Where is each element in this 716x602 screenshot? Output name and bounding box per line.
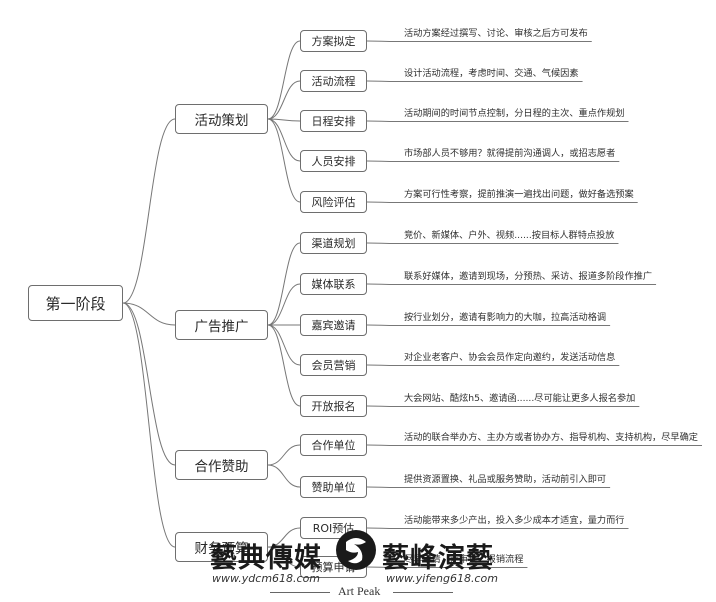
leaf-node[interactable]: 赞助单位 (300, 476, 367, 498)
branch-to-leaf-link (267, 444, 301, 466)
branch-to-leaf-link (267, 324, 301, 366)
description-underline (366, 364, 620, 366)
branch-to-leaf-link (267, 324, 301, 407)
leaf-label: ROI预估 (312, 522, 355, 535)
branch-to-leaf-link (267, 464, 301, 488)
leaf-description: 方案可行性考察，提前推演一遍找出问题，做好备选预案 (404, 189, 634, 200)
leaf-node[interactable]: 日程安排 (300, 110, 367, 132)
root-node[interactable]: 第一阶段 (28, 285, 123, 321)
leaf-label: 会员营销 (311, 359, 356, 372)
leaf-description: 按行业划分，邀请有影响力的大咖，拉高活动格调 (404, 312, 607, 323)
description-underline (366, 486, 611, 488)
leaf-description: 活动方案经过撰写、讨论、审核之后方可发布 (404, 28, 588, 39)
description-underline (366, 242, 619, 244)
watermark-right-url: www.yifeng618.com (386, 572, 498, 585)
branch-to-leaf-link (267, 118, 301, 203)
leaf-label: 嘉宾邀请 (311, 319, 356, 332)
leaf-label: 渠道规划 (311, 237, 356, 250)
leaf-description: 市场部人员不够用？就得提前沟通调人，或招志愿者 (404, 148, 616, 159)
description-underline (366, 444, 702, 446)
leaf-node[interactable]: 渠道规划 (300, 232, 367, 254)
branch-node-budget[interactable]: 财务预算 (175, 532, 268, 562)
watermark-divider-left (270, 592, 330, 593)
branch-to-leaf-link (267, 283, 301, 326)
leaf-node[interactable]: 开放报名 (300, 395, 367, 417)
leaf-node[interactable]: 人员安排 (300, 150, 367, 172)
leaf-description: 提供资源置换、礼品或服务赞助，活动前引入即可 (404, 474, 607, 485)
description-underline (366, 566, 528, 568)
watermark-seal-icon (336, 530, 376, 570)
branch-to-leaf-link (267, 118, 301, 162)
description-underline (366, 160, 620, 162)
leaf-label: 人员安排 (311, 155, 356, 168)
leaf-description: 活动的联合举办方、主办方或者协办方、指导机构、支持机构，尽早确定 (404, 432, 698, 443)
leaf-label: 赞助单位 (311, 481, 356, 494)
leaf-description: 尽早申请，走审批、报销流程 (404, 554, 524, 565)
leaf-description: 对企业老客户、协会会员作定向邀约，发送活动信息 (404, 352, 616, 363)
leaf-node[interactable]: 风险评估 (300, 191, 367, 213)
watermark-divider-right (393, 592, 453, 593)
branch-to-leaf-link (267, 242, 301, 326)
description-underline (366, 201, 638, 203)
root-to-branch-link (122, 302, 176, 326)
description-underline (366, 283, 657, 285)
leaf-description: 活动期间的时间节点控制，分日程的主次、重点作规划 (404, 108, 625, 119)
branch-to-leaf-link (267, 118, 301, 122)
leaf-label: 日程安排 (311, 115, 356, 128)
leaf-node[interactable]: 方案拟定 (300, 30, 367, 52)
leaf-label: 风险评估 (311, 196, 356, 209)
description-underline (366, 324, 611, 326)
branch-to-leaf-link (267, 80, 301, 120)
watermark-right-text: 藝峰演藝 (382, 543, 494, 574)
description-underline (366, 80, 583, 82)
leaf-label: 开放报名 (311, 400, 356, 413)
leaf-node[interactable]: 会员营销 (300, 354, 367, 376)
description-underline (366, 527, 629, 529)
branch-label: 财务预算 (194, 541, 249, 557)
leaf-description: 活动能带来多少产出，投入多少成本才适宜，量力而行 (404, 515, 625, 526)
branch-to-leaf-link (267, 527, 301, 548)
leaf-node[interactable]: 媒体联系 (300, 273, 367, 295)
branch-to-leaf-link (267, 546, 301, 568)
root-label: 第一阶段 (45, 294, 106, 313)
description-underline (366, 120, 629, 122)
leaf-label: 活动流程 (311, 75, 356, 88)
branch-label: 广告推广 (194, 319, 249, 335)
watermark-left-text: 藝典傳媒 (210, 543, 322, 574)
description-underline (366, 40, 592, 42)
leaf-node[interactable]: 合作单位 (300, 434, 367, 456)
leaf-description: 大会网站、酷炫h5、邀请函......尽可能让更多人报名参加 (404, 393, 636, 404)
leaf-label: 方案拟定 (311, 35, 356, 48)
leaf-description: 竞价、新媒体、户外、视频......按目标人群特点投放 (404, 230, 615, 241)
branch-node-sponsorship[interactable]: 合作赞助 (175, 450, 268, 480)
leaf-label: 媒体联系 (311, 278, 356, 291)
branch-to-leaf-link (267, 40, 301, 120)
leaf-label: 合作单位 (311, 439, 356, 452)
branch-node-planning[interactable]: 活动策划 (175, 104, 268, 134)
root-to-branch-link (122, 302, 176, 548)
watermark-left-url: www.ydcm618.com (212, 572, 321, 585)
leaf-node[interactable]: 活动流程 (300, 70, 367, 92)
leaf-description: 设计活动流程，考虑时间、交通、气候因素 (404, 68, 579, 79)
watermark-english: Art Peak (338, 584, 381, 598)
root-to-branch-link (122, 118, 176, 304)
leaf-description: 联系好媒体，邀请到现场，分预热、采访、报道多阶段作推广 (404, 271, 653, 282)
leaf-node[interactable]: 嘉宾邀请 (300, 314, 367, 336)
root-to-branch-link (122, 302, 176, 466)
branch-label: 合作赞助 (194, 459, 249, 475)
branch-label: 活动策划 (194, 113, 249, 129)
description-underline (366, 405, 640, 407)
branch-node-promotion[interactable]: 广告推广 (175, 310, 268, 340)
